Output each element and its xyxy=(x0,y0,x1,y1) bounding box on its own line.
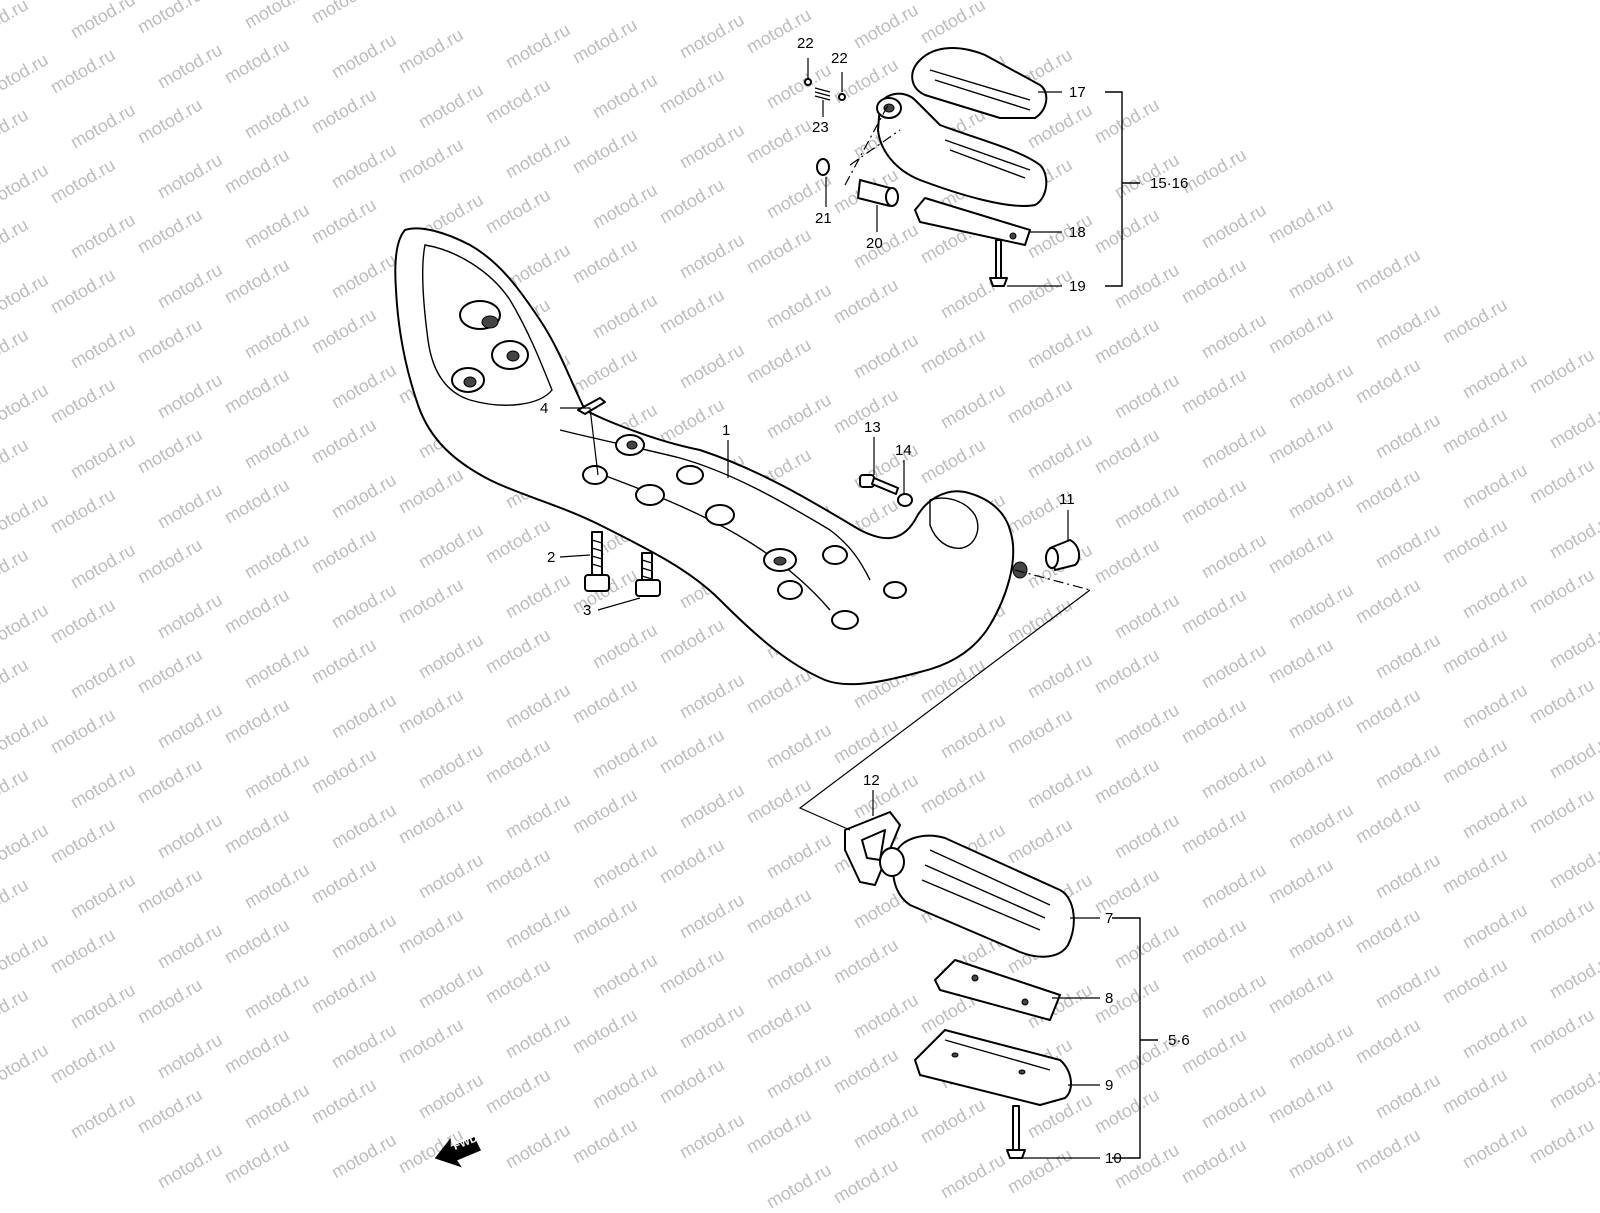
callout-17: 17 xyxy=(1069,84,1086,101)
group-label-5-6: 5·6 xyxy=(1168,1032,1190,1049)
callout-13: 13 xyxy=(864,419,881,436)
callout-11: 11 xyxy=(1059,491,1075,508)
upper-footpeg-plate-18 xyxy=(914,197,1031,246)
upper-footpeg-body xyxy=(876,92,1048,207)
ball-22a xyxy=(804,78,812,86)
fwd-arrow-icon: FWD xyxy=(434,1132,482,1168)
callout-3: 3 xyxy=(583,602,591,619)
assembly-line-lower xyxy=(798,589,1091,831)
plate-12 xyxy=(844,811,901,886)
callout-22a: 22 xyxy=(797,35,814,52)
callout-7: 7 xyxy=(1105,910,1113,927)
screw-19 xyxy=(989,239,1008,287)
ball-22b xyxy=(838,93,846,101)
pin-20 xyxy=(857,179,899,207)
upper-footpeg-rubber-17 xyxy=(911,47,1048,119)
callout-14: 14 xyxy=(895,442,912,459)
bolt-3 xyxy=(635,552,661,597)
cap-11 xyxy=(1045,539,1081,571)
spring-23 xyxy=(814,87,831,101)
footrest-bracket xyxy=(394,227,1028,686)
leader-lines xyxy=(559,58,1100,1159)
callout-2: 2 xyxy=(547,549,555,566)
clip-4 xyxy=(577,397,606,415)
callout-1: 1 xyxy=(722,422,730,439)
callout-19: 19 xyxy=(1069,278,1086,295)
washer-14 xyxy=(897,493,913,507)
washer-21 xyxy=(816,158,830,176)
callout-20: 20 xyxy=(866,235,883,252)
callout-21: 21 xyxy=(815,210,832,227)
assembly-line-upper xyxy=(844,104,889,186)
lower-footpeg-rubber-9 xyxy=(914,1029,1072,1106)
group-label-15-16: 15·16 xyxy=(1150,175,1188,192)
assembly-line-11 xyxy=(1014,569,1091,591)
bolt-13 xyxy=(859,474,899,495)
lower-footpeg-plate-8 xyxy=(934,959,1061,1021)
callout-8: 8 xyxy=(1105,990,1113,1007)
lower-footpeg-7 xyxy=(879,834,1075,958)
callout-18: 18 xyxy=(1069,224,1086,241)
callout-22b: 22 xyxy=(831,50,848,67)
callout-4: 4 xyxy=(540,400,548,417)
callout-10: 10 xyxy=(1105,1150,1122,1167)
bracket-15-16 xyxy=(1105,91,1140,287)
callout-12: 12 xyxy=(863,772,880,789)
callout-23: 23 xyxy=(812,119,829,136)
bolt-2 xyxy=(584,531,610,592)
screw-10 xyxy=(1006,1105,1026,1159)
bracket-5-6 xyxy=(1112,917,1158,1159)
callout-9: 9 xyxy=(1105,1077,1113,1094)
